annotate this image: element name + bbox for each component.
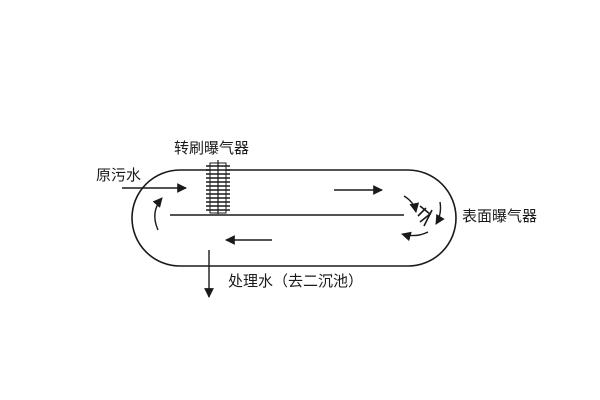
- curved-flow-arrow-left: [152, 197, 163, 231]
- surface-aerator: [401, 195, 445, 242]
- ditch-outline: [131, 169, 457, 267]
- label-treated-water: 处理水（去二沉池）: [228, 272, 363, 290]
- label-raw-sewage: 原污水: [96, 166, 141, 184]
- label-brush-aerator: 转刷曝气器: [174, 139, 249, 157]
- label-surface-aerator: 表面曝气器: [462, 207, 537, 225]
- brush-aerator: [206, 160, 230, 214]
